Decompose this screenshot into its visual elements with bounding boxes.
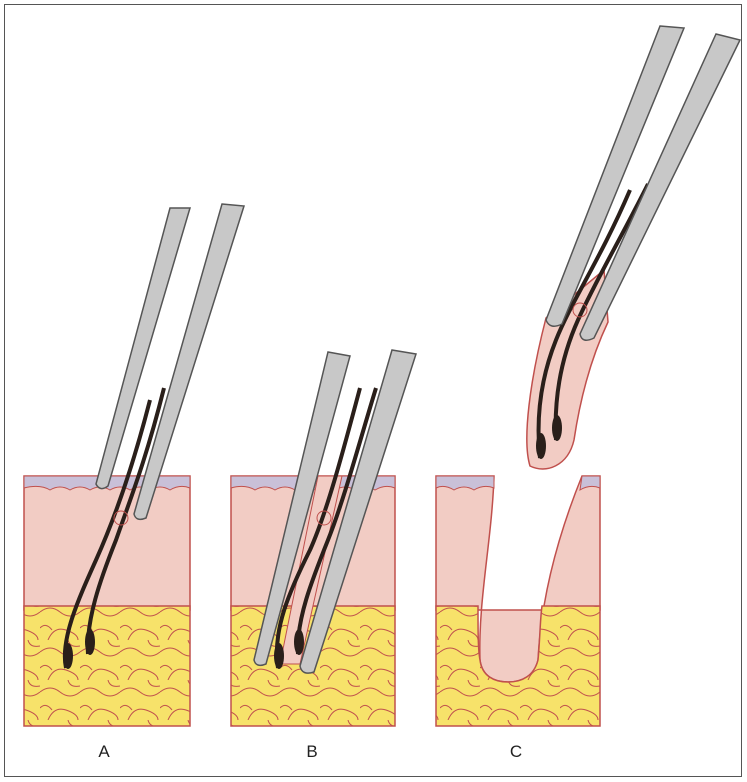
forceps — [96, 204, 244, 519]
panel-c — [436, 26, 740, 726]
panel-label-a: A — [84, 742, 124, 762]
panel-a — [24, 204, 244, 726]
dermis-layer — [24, 476, 190, 610]
forceps — [546, 26, 740, 340]
panel-label-c: C — [496, 742, 536, 762]
panel-label-b: B — [292, 742, 332, 762]
fat-layer — [24, 606, 190, 726]
panel-b — [231, 350, 416, 726]
